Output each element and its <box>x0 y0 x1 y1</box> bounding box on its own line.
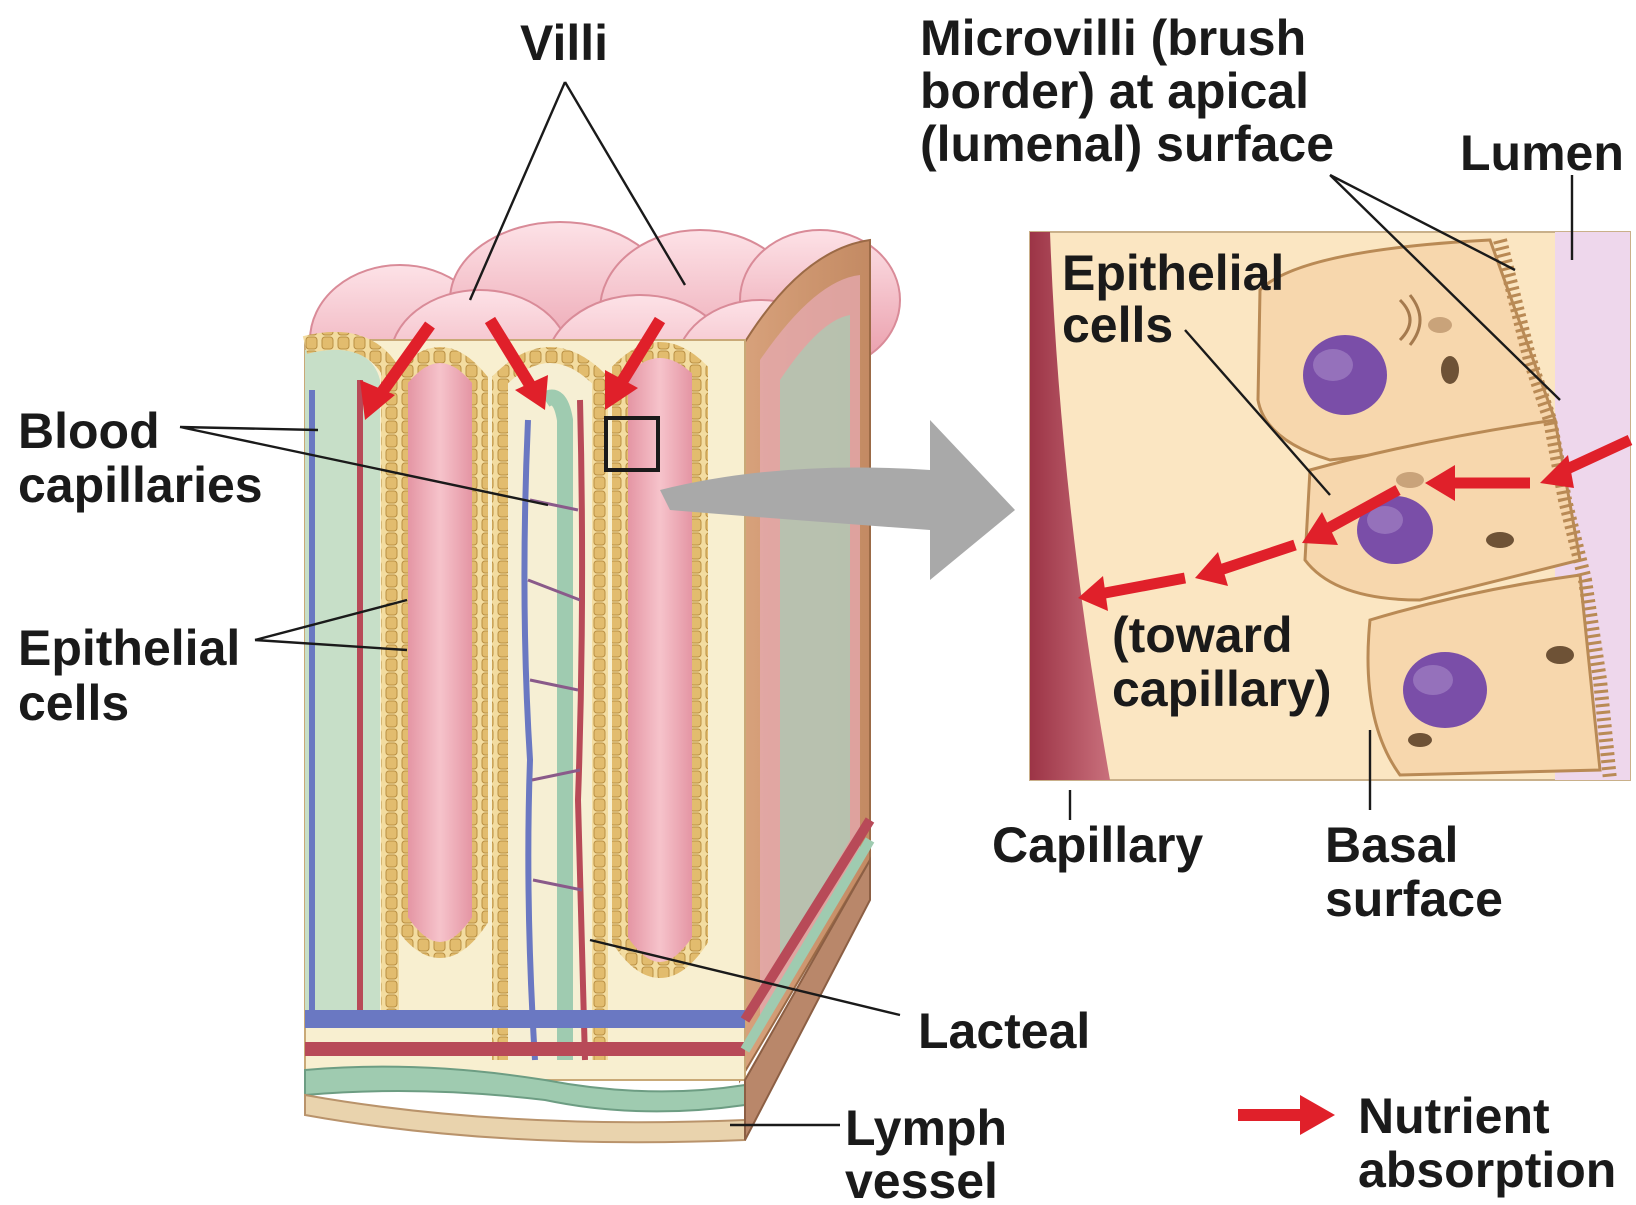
inset-epithelial-label-line1: Epithelial <box>1062 245 1284 301</box>
villus-left <box>305 341 390 1010</box>
microvilli-label-line1: Microvilli (brush <box>920 10 1306 66</box>
epithelial-cells-label-line2: cells <box>18 675 129 731</box>
microvilli-label-line3: (lumenal) surface <box>920 116 1334 172</box>
epithelial-cells-label-line1: Epithelial <box>18 620 240 676</box>
lumen-label: Lumen <box>1460 125 1624 181</box>
blood-capillaries-label-line2: capillaries <box>18 457 263 513</box>
legend-label-line2: absorption <box>1358 1142 1616 1198</box>
villi-label: Villi <box>520 15 608 71</box>
basal-surface-label-line2: surface <box>1325 871 1503 927</box>
villus-two <box>400 355 480 950</box>
toward-capillary-label-line2: capillary) <box>1112 661 1332 717</box>
blood-capillaries-label-line1: Blood <box>18 403 160 459</box>
legend-label-line1: Nutrient <box>1358 1088 1550 1144</box>
legend-arrow-icon <box>1238 1095 1335 1135</box>
lymph-vessel-label-line1: Lymph <box>845 1100 1007 1156</box>
legend: Nutrient absorption <box>1238 1088 1616 1198</box>
villus-central <box>500 355 600 1060</box>
microvilli-label-line2: border) at apical <box>920 63 1309 119</box>
lymph-vessel-label-line2: vessel <box>845 1153 998 1205</box>
toward-capillary-label-line1: (toward <box>1112 607 1293 663</box>
basal-surface-label-line1: Basal <box>1325 817 1458 873</box>
inset-epithelial-label-line2: cells <box>1062 297 1173 353</box>
capillary-label: Capillary <box>992 817 1203 873</box>
lacteal-label: Lacteal <box>918 1003 1090 1059</box>
villi-block <box>305 222 900 1142</box>
